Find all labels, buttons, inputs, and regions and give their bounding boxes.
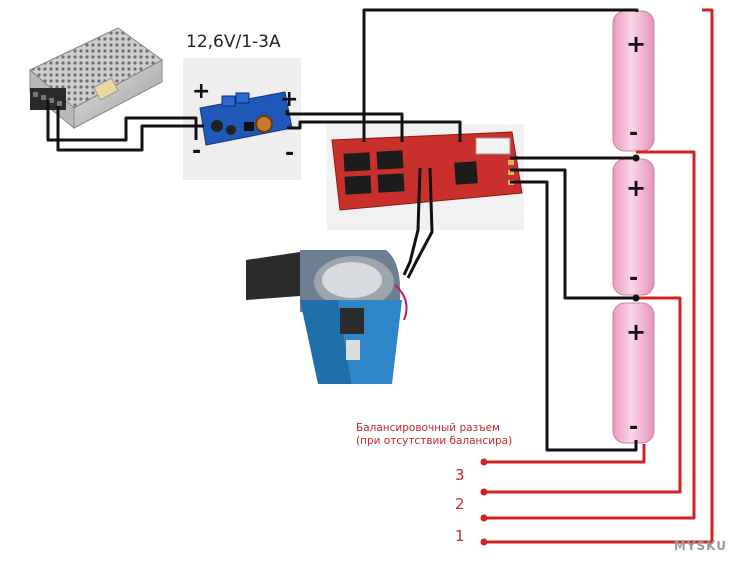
cell-junction-dots bbox=[632, 154, 640, 302]
balance-connector-label: Балансировочный разъем (при отсутствии б… bbox=[356, 422, 512, 448]
drill-photo bbox=[246, 244, 442, 384]
balance-pin-3-label: 3 bbox=[455, 466, 465, 484]
balance-pin-1-label: 1 bbox=[455, 527, 465, 545]
power-supply-unit bbox=[29, 27, 163, 130]
cell-bottom-plus: + bbox=[626, 318, 646, 346]
buck-converter-module bbox=[183, 58, 301, 180]
balance-pin-dots bbox=[480, 458, 488, 546]
converter-out-minus-sign: - bbox=[285, 141, 294, 166]
converter-out-plus-sign: + bbox=[280, 87, 298, 112]
watermark: MYSKU bbox=[673, 539, 727, 553]
balance-label-line1: Балансировочный разъем bbox=[356, 422, 500, 434]
balance-pin-2-label: 2 bbox=[455, 495, 465, 513]
cell-top-plus: + bbox=[626, 30, 646, 58]
cell-top-minus: - bbox=[629, 121, 638, 146]
red-wires bbox=[484, 8, 714, 544]
cell-bottom-minus: - bbox=[629, 415, 638, 440]
bms-board bbox=[327, 124, 524, 230]
black-wires bbox=[46, 8, 639, 452]
battery-cell-bottom bbox=[612, 302, 655, 444]
converter-minus-sign: - bbox=[192, 139, 201, 164]
converter-plus-sign: + bbox=[192, 79, 210, 104]
cell-middle-minus: - bbox=[629, 266, 638, 291]
cell-middle-plus: + bbox=[626, 174, 646, 202]
voltage-label: 12,6V/1-3A bbox=[186, 32, 281, 52]
balance-label-line2: (при отсутствии балансира) bbox=[356, 435, 513, 447]
